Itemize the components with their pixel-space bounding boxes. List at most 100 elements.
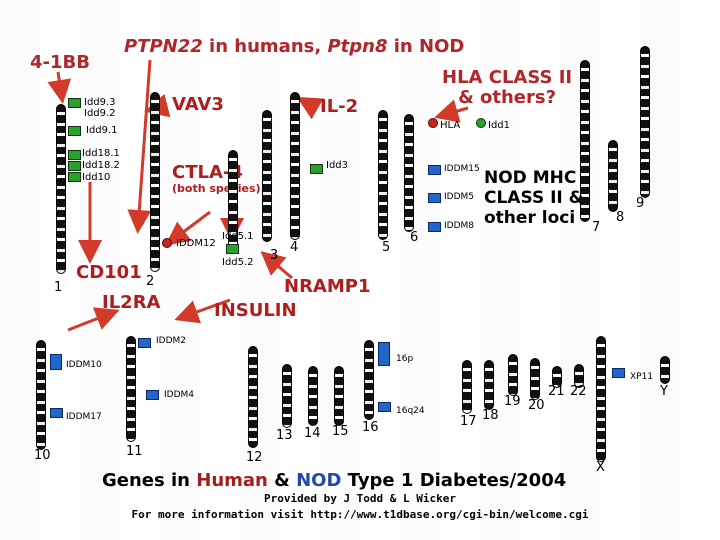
locus-iddm10: IDDM10: [66, 360, 102, 370]
arrow-hla: [434, 99, 469, 123]
locus-idd9: Idd9.3 Idd9.2: [84, 97, 116, 119]
marker-idd1: [476, 118, 486, 128]
title-nod: in NOD: [387, 36, 465, 57]
marker-idd18-2: [68, 161, 81, 171]
arrow-il2ra: [67, 307, 120, 332]
chr-label-13: 13: [276, 428, 293, 443]
chr-label-6: 6: [410, 230, 419, 245]
chr-label-12: 12: [246, 450, 263, 465]
chr-label-1: 1: [54, 280, 63, 295]
locus-idd9-1: Idd9.1: [86, 125, 118, 136]
chromosome-y: [660, 356, 670, 384]
locus-hla: HLA: [440, 120, 461, 131]
chr-label-17: 17: [460, 414, 477, 429]
locus-idd5-1: Idd5.1: [222, 231, 254, 242]
title-humans: in humans,: [202, 36, 328, 57]
chr-label-18: 18: [482, 408, 499, 423]
locus-xp11: XP11: [630, 372, 654, 382]
locus-idd18-2: Idd18.2: [82, 160, 120, 171]
marker-iddm10: [50, 354, 62, 370]
chr-label-20: 20: [528, 398, 545, 413]
marker-idd9-3: [68, 98, 81, 108]
chromosome-17: [462, 360, 472, 414]
marker-idd5-1: [226, 244, 239, 254]
nod-mhc-line2: CLASS II &: [484, 188, 584, 208]
marker-idd9-1: [68, 126, 81, 136]
locus-idd5-2: Idd5.2: [222, 257, 254, 268]
locus-iddm12: IDDM12: [176, 238, 216, 249]
footer-human: Human: [196, 470, 268, 491]
chromosome-2: [150, 92, 160, 272]
gene-nramp1: NRAMP1: [284, 276, 371, 297]
chromosome-11: [126, 336, 136, 442]
nod-mhc-line3: other loci: [484, 208, 576, 228]
hla-class-line1: HLA CLASS II: [442, 67, 573, 88]
chromosome-15: [334, 366, 344, 426]
locus-idd18-group: Idd18.1 Idd18.2 Idd10: [82, 148, 120, 184]
chr-label-14: 14: [304, 426, 321, 441]
marker-iddm17: [50, 408, 63, 418]
chr-label-10: 10: [34, 448, 51, 463]
gene-cd101: CD101: [76, 262, 142, 283]
gene-vav3: VAV3: [172, 94, 224, 115]
page-title: PTPN22 in humans, Ptpn8 in NOD: [124, 36, 464, 57]
chromosome-x: [596, 336, 606, 462]
chr-label-y: Y: [660, 384, 668, 399]
arrow-nramp1: [260, 251, 293, 280]
footer-genes-in: Genes in: [102, 470, 197, 491]
locus-16q24: 16q24: [396, 406, 425, 416]
chromosome-12: [248, 346, 258, 448]
chromosome-3b: [262, 110, 272, 242]
chr-label-7: 7: [592, 220, 601, 235]
chromosome-19: [508, 354, 518, 396]
gene-insulin: INSULIN: [214, 300, 297, 321]
chromosome-9: [640, 46, 650, 198]
chr-label-2: 2: [146, 274, 155, 289]
locus-idd10: Idd10: [82, 172, 111, 183]
footer-info: For more information visit http://www.t1…: [131, 508, 589, 521]
chromosome-8: [608, 140, 618, 212]
footer-type1: Type 1 Diabetes/2004: [341, 470, 567, 491]
locus-iddm15: IDDM15: [444, 164, 480, 174]
chromosome-1: [56, 104, 66, 274]
locus-iddm17: IDDM17: [66, 412, 102, 422]
chromosome-4: [290, 92, 300, 240]
locus-iddm2: IDDM2: [156, 336, 187, 346]
locus-idd3: Idd3: [326, 160, 349, 171]
chromosome-10: [36, 340, 46, 450]
chr-label-3: 3: [270, 248, 279, 263]
nod-mhc-label: NOD MHC CLASS II & other loci: [484, 168, 584, 228]
marker-iddm2: [138, 338, 151, 348]
chr-label-15: 15: [332, 424, 349, 439]
nod-mhc-line1: NOD MHC: [484, 168, 577, 188]
locus-iddm5: IDDM5: [444, 192, 475, 202]
chr-label-21: 21: [548, 384, 565, 399]
chromosome-13: [282, 364, 292, 428]
label-4-1bb: 4-1BB: [30, 52, 90, 73]
arrow-il2: [296, 97, 324, 120]
arrow-4-1bb: [47, 71, 72, 104]
locus-idd9-3: Idd9.3: [84, 97, 116, 108]
marker-idd3: [310, 164, 323, 174]
chromosome-5: [378, 110, 388, 240]
locus-iddm8: IDDM8: [444, 221, 475, 231]
marker-idd18-1: [68, 150, 81, 160]
gene-ctla4: CTLA-4: [172, 162, 243, 183]
chromosome-18: [484, 360, 494, 410]
chr-label-11: 11: [126, 444, 143, 459]
title-ptpn22: PTPN22: [124, 36, 203, 57]
chr-label-5: 5: [382, 240, 391, 255]
chr-label-16: 16: [362, 420, 379, 435]
footer-provided: Provided by J Todd & L Wicker: [263, 492, 457, 505]
gene-il2ra: IL2RA: [102, 292, 161, 313]
arrow-ctla4: [165, 210, 211, 246]
marker-iddm8: [428, 222, 441, 232]
locus-iddm4: IDDM4: [164, 390, 195, 400]
footer-nod: NOD: [296, 470, 342, 491]
chr-label-8: 8: [616, 210, 625, 225]
marker-idd10: [68, 172, 81, 182]
chromosome-14: [308, 366, 318, 426]
locus-idd1: Idd1: [488, 120, 511, 131]
arrow-ptpn22: [127, 59, 152, 234]
gene-il2: IL-2: [320, 96, 359, 117]
